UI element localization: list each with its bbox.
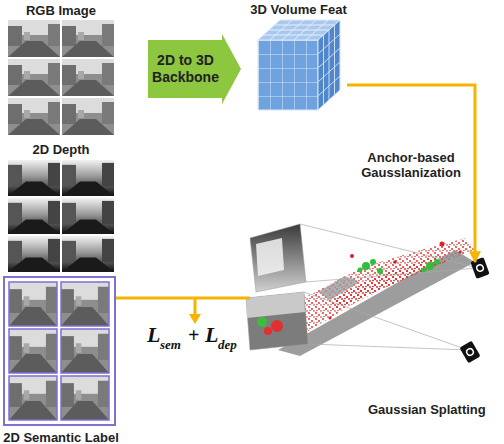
rendered-semantic (246, 292, 308, 350)
loss-term: L (205, 324, 218, 346)
rgb-thumbnails (62, 98, 114, 135)
semantic-label-grid: 2D Semantic Label (3, 276, 116, 426)
edge-label: Anchor-based Gausslanization (346, 150, 476, 180)
gaussian-point-cloud (370, 259, 376, 265)
semantic-thumbnails (9, 282, 109, 420)
depth-thumbnails (62, 236, 114, 272)
loss-term: L (147, 324, 160, 346)
camera-icon (477, 265, 483, 271)
gaussian-splatting-view: Gaussian Splatting (250, 262, 500, 424)
loss-branch-arrow (189, 298, 201, 324)
node-heading: 2D Depth (5, 142, 117, 157)
gaussian-point-cloud (362, 262, 370, 270)
gaussian-point-cloud (434, 259, 440, 265)
yellow-connector (116, 297, 250, 300)
backbone-block: 2D to 3D Backbone (148, 40, 223, 98)
depth-thumbnails (8, 198, 60, 234)
camera-icon (470, 257, 489, 279)
rendered-depth (250, 224, 306, 292)
voxel-cube (258, 40, 318, 110)
camera-rays (308, 344, 468, 350)
rendered-semantic (271, 320, 283, 332)
semantic-thumbnails (61, 282, 109, 326)
rendered-depth (256, 238, 284, 276)
node-heading: 3D Volume Feat (250, 2, 347, 17)
voxel-cube (318, 25, 340, 105)
voxel-cube (258, 20, 340, 110)
node-heading: 2D to 3D Backbone (148, 52, 223, 86)
semantic-thumbnails (61, 376, 109, 420)
loss-term: + (188, 325, 199, 345)
depth-thumbnails (8, 236, 60, 272)
gaussian-point-cloud (458, 250, 461, 253)
node-heading: RGB Image (5, 3, 117, 18)
camera-icon (475, 263, 485, 273)
depth-thumbnails (8, 160, 60, 196)
image-grid: RGB Image (5, 3, 117, 137)
depth-thumbnails (62, 160, 114, 196)
semantic-thumbnails (61, 376, 109, 420)
semantic-thumbnails (9, 329, 57, 373)
rgb-thumbnails (62, 59, 114, 96)
camera-icon (459, 341, 480, 364)
loss-term: dep (218, 338, 237, 351)
semantic-thumbnails (61, 329, 109, 373)
feature-volume: 3D Volume Feat (250, 2, 347, 112)
backbone-arrowhead (222, 34, 241, 104)
gaussian-point-cloud (440, 242, 445, 247)
rgb-thumbnails (8, 20, 60, 57)
camera-icon (459, 341, 480, 364)
camera-rays (304, 292, 468, 350)
rgb-thumbnails (8, 98, 60, 135)
node-heading: 2D Semantic Label (1, 430, 121, 444)
rgb-thumbnails (62, 20, 114, 57)
node-heading: Gaussian Splatting (368, 402, 498, 417)
loss-branch-arrow (189, 314, 201, 324)
voxel-cube (264, 25, 335, 35)
camera-rays (300, 224, 478, 350)
camera-rays (300, 224, 478, 268)
semantic-thumbnails (9, 282, 109, 420)
rgb-thumbnails (8, 59, 60, 96)
camera-icon (470, 257, 489, 279)
semantic-thumbnails (9, 376, 57, 420)
gaussian-point-cloud (298, 242, 462, 333)
yellow-connector (347, 85, 475, 262)
semantic-thumbnails (9, 376, 57, 420)
gaussian-point-cloud (329, 317, 332, 320)
gaussian-point-cloud (377, 268, 383, 274)
loss-term: sem (160, 338, 181, 351)
gaussian-point-cloud (393, 260, 397, 264)
voxel-cube (270, 20, 328, 40)
rendered-semantic (246, 292, 308, 350)
backbone-arrowhead (222, 34, 241, 104)
gaussian-point-cloud (358, 268, 363, 273)
gaussian-point-cloud (330, 255, 446, 310)
gaussian-point-cloud (426, 262, 434, 270)
depth-thumbnails (62, 198, 114, 234)
loss-branch-arrow (194, 298, 197, 316)
rgb-thumbnails (8, 20, 114, 135)
depth-thumbnails (8, 160, 114, 272)
rendered-semantic (264, 327, 272, 335)
semantic-thumbnails (9, 282, 57, 326)
voxel-cube (324, 25, 335, 105)
rendered-depth (250, 224, 306, 292)
gaussian-point-cloud (350, 254, 354, 258)
semantic-thumbnails (61, 282, 109, 326)
camera-icon (467, 349, 474, 356)
semantic-thumbnails (9, 329, 57, 373)
voxel-cube (318, 20, 340, 110)
gaussian-point-cloud (422, 268, 427, 273)
semantic-thumbnails (9, 282, 57, 326)
semantic-thumbnails (61, 329, 109, 373)
rendered-semantic (246, 292, 305, 318)
camera-rays (306, 268, 478, 282)
rendered-semantic (257, 317, 267, 327)
camera-icon (465, 347, 476, 358)
depth-grid: 2D Depth (5, 140, 117, 274)
